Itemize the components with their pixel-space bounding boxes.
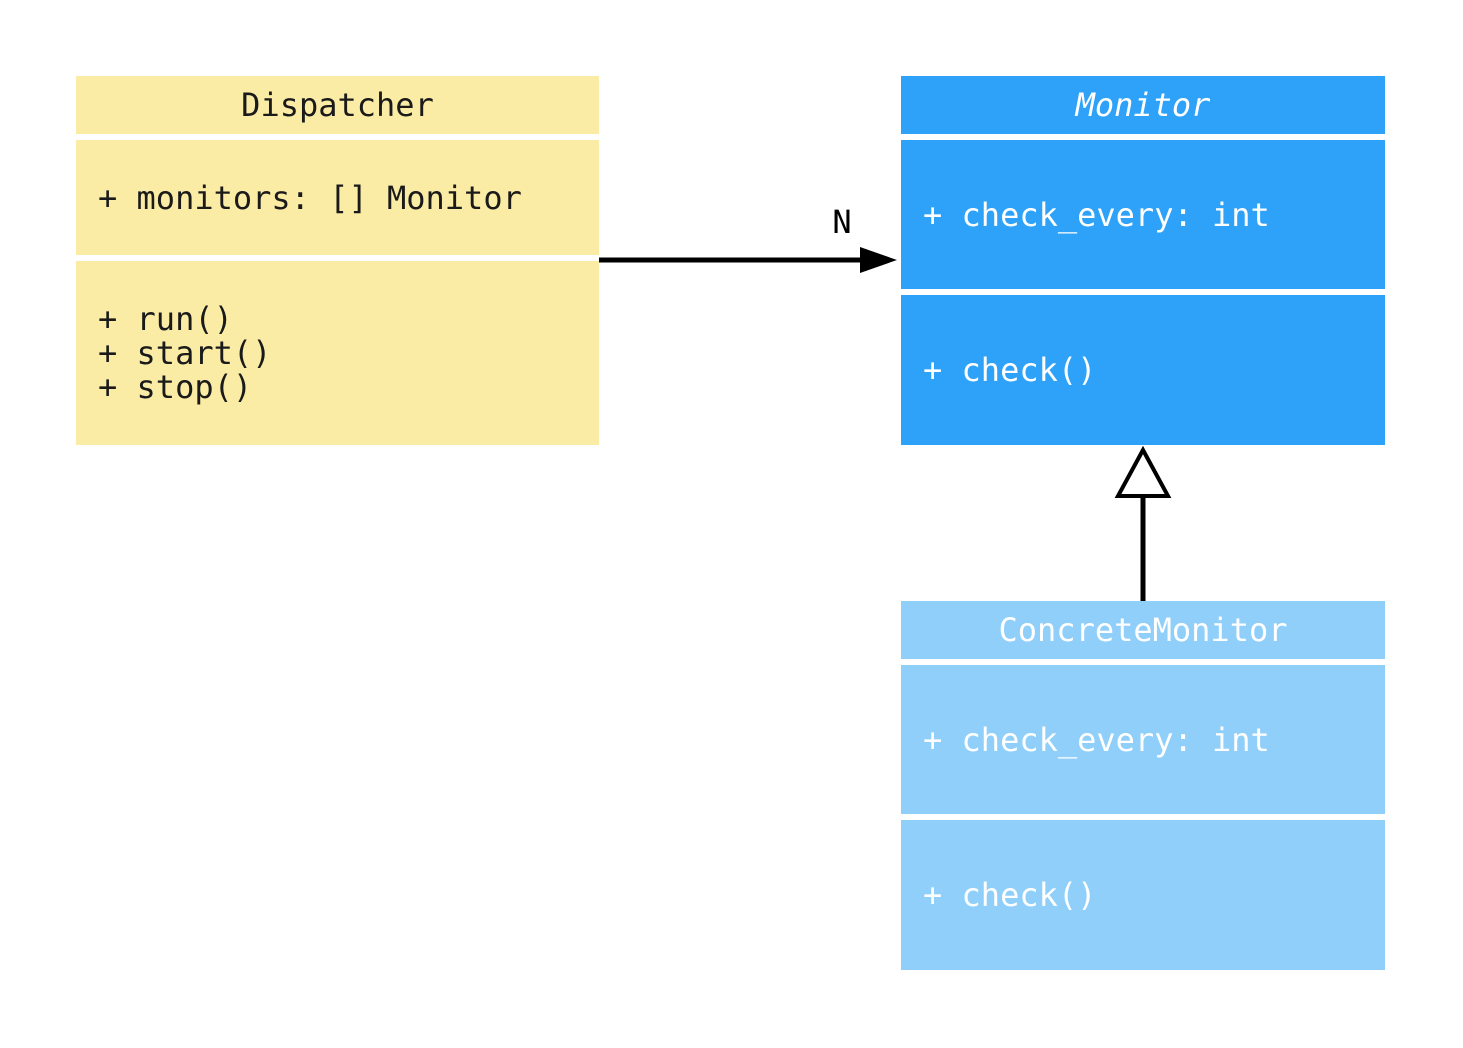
association-arrowhead-icon [860, 247, 897, 273]
class-box-monitor: Monitor + check_every: int + check() [901, 76, 1385, 445]
class-methods-dispatcher: + run() + start() + stop() [76, 261, 599, 445]
class-attributes-dispatcher: + monitors: [] Monitor [76, 140, 599, 255]
class-title-dispatcher: Dispatcher [76, 76, 599, 134]
class-attributes-monitor: + check_every: int [901, 140, 1385, 289]
inheritance-triangle-icon [1114, 445, 1172, 498]
association-label: N [832, 203, 852, 241]
method-line: + run() [98, 300, 233, 338]
method-line: + start() [98, 334, 272, 372]
class-methods-concrete-monitor: + check() [901, 820, 1385, 970]
class-box-concrete-monitor: ConcreteMonitor + check_every: int + che… [901, 601, 1385, 970]
class-methods-monitor: + check() [901, 295, 1385, 445]
method-line: + stop() [98, 368, 253, 406]
class-box-dispatcher: Dispatcher + monitors: [] Monitor + run(… [76, 76, 599, 445]
attribute-line: + monitors: [] Monitor [98, 178, 522, 217]
attribute-line: + check_every: int [923, 720, 1270, 759]
attribute-line: + check_every: int [923, 195, 1270, 234]
class-title-concrete-monitor: ConcreteMonitor [901, 601, 1385, 659]
method-line: + check() [923, 876, 1097, 914]
class-attributes-concrete-monitor: + check_every: int [901, 665, 1385, 814]
class-title-monitor: Monitor [901, 76, 1385, 134]
method-line: + check() [923, 351, 1097, 389]
